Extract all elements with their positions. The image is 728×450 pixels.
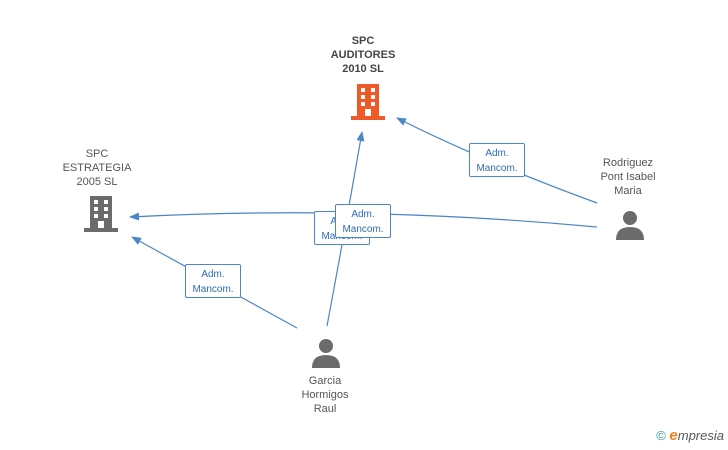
copyright-icon: © [656, 428, 666, 443]
relation-type: Mancom. [342, 224, 384, 235]
company-name-line: ESTRATEGIA [62, 162, 132, 174]
person-icon[interactable] [310, 338, 342, 368]
person-name-line: Hormigos [301, 389, 349, 401]
relation-role: Adm. [351, 209, 375, 220]
relation-role: Adm. [485, 148, 509, 159]
relation-type: Mancom. [192, 284, 234, 295]
person-name-line: Raul [313, 403, 337, 415]
person-name-line: Maria [614, 185, 642, 197]
relation-badge-garcia-estrategia[interactable]: Adm. Mancom. [185, 264, 241, 298]
relation-badge-rodriguez-auditores[interactable]: Adm. Mancom. [469, 143, 525, 177]
empresia-watermark: © empresia [656, 427, 724, 444]
building-icon[interactable] [84, 196, 118, 232]
brand-name: mpresia [677, 428, 724, 443]
brand-logo-letter: e [669, 427, 678, 444]
company-name-line: AUDITORES [330, 49, 396, 61]
company-label-spc-estrategia[interactable]: SPC ESTRATEGIA 2005 SL [52, 147, 142, 189]
company-name-line: 2010 SL [342, 63, 384, 75]
relation-role: Adm. [201, 269, 225, 280]
person-name-line: Rodriguez [602, 157, 654, 169]
person-label-rodriguez[interactable]: Rodriguez Pont Isabel Maria [583, 156, 673, 198]
building-icon[interactable] [351, 84, 385, 120]
person-name-line: Pont Isabel [600, 171, 656, 183]
company-label-spc-auditores[interactable]: SPC AUDITORES 2010 SL [318, 34, 408, 76]
person-name-line: Garcia [308, 375, 342, 387]
company-name-line: SPC [351, 35, 375, 47]
company-name-line: SPC [85, 148, 109, 160]
person-icon[interactable] [614, 210, 646, 240]
company-name-line: 2005 SL [76, 176, 118, 188]
relation-type: Mancom. [476, 163, 518, 174]
relation-badge-rodriguez-estrategia[interactable]: Adm. Mancom. [335, 204, 391, 238]
person-label-garcia[interactable]: Garcia Hormigos Raul [280, 374, 370, 416]
